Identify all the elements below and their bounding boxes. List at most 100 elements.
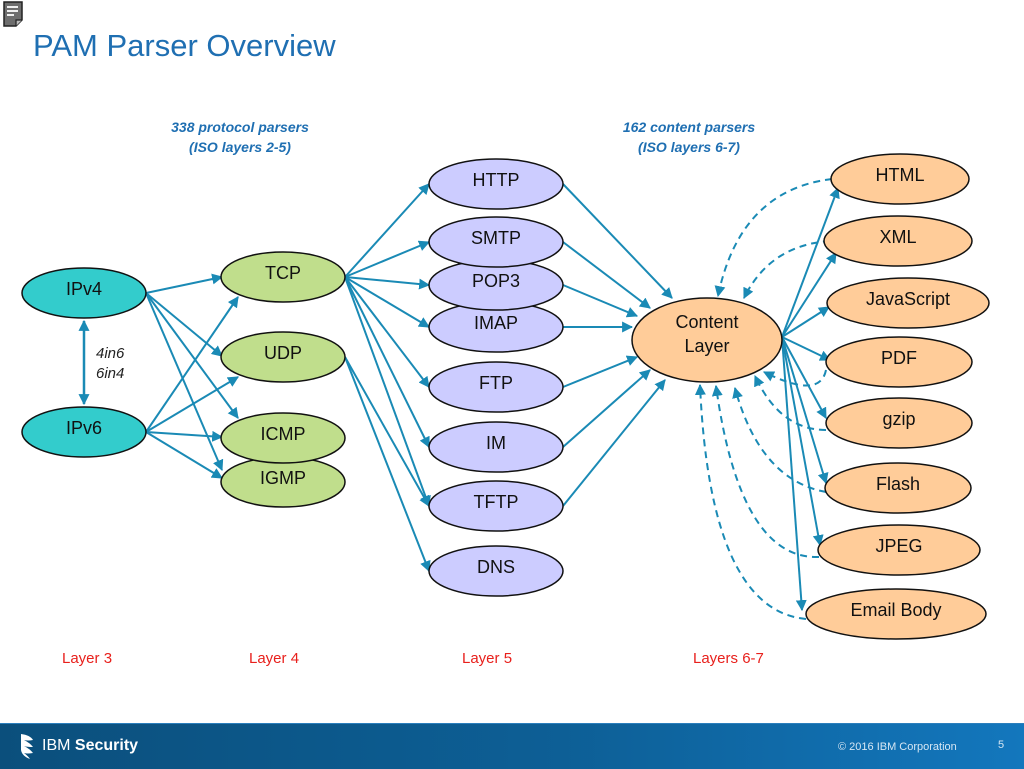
- node-content-shape: [631, 297, 783, 383]
- edges-layer: [78, 183, 840, 612]
- node-tftp-shape: [428, 480, 564, 532]
- edge-ipv4-to-igmp: [145, 292, 224, 472]
- edge-tftp-to-content: [562, 379, 666, 507]
- brand-ibm: IBM: [42, 737, 71, 754]
- node-udp: UDP: [220, 331, 346, 383]
- node-content-label: Content: [675, 312, 738, 332]
- layer-label-5: Layer 5: [462, 650, 513, 667]
- node-im-label: IM: [486, 433, 506, 453]
- dashed-edge-pdf-to-content: [763, 369, 827, 387]
- node-igmp: IGMP: [220, 456, 346, 508]
- edge-content-to-gzip: [781, 336, 827, 419]
- edge-http-to-content: [562, 183, 673, 299]
- edge-content-to-pdf: [781, 336, 831, 361]
- node-dns-shape: [428, 545, 564, 597]
- protocol-parsers-count: 338 protocol parsers: [171, 119, 309, 135]
- node-icmp: ICMP: [220, 412, 346, 464]
- node-xml-shape: [823, 215, 973, 267]
- node-html-label: HTML: [876, 165, 925, 185]
- node-email-body-shape: [805, 588, 987, 640]
- footer-bar: IBM Security © 2016 IBM Corporation 5: [0, 723, 1024, 769]
- edge-content-to-jpeg: [781, 336, 824, 547]
- node-udp-shape: [220, 331, 346, 383]
- edge-udp-to-tftp: [344, 356, 430, 507]
- node-pop3: POP3: [428, 259, 564, 311]
- node-flash-shape: [824, 462, 972, 514]
- edge-pop3-to-content: [562, 284, 639, 318]
- node-dns: DNS: [428, 545, 564, 597]
- node-ipv6: IPv6: [21, 406, 147, 458]
- content-parsers-count: 162 content parsers: [622, 119, 756, 135]
- node-jpeg-shape: [817, 524, 981, 576]
- copyright: © 2016 IBM Corporation: [838, 741, 957, 753]
- node-html-shape: [830, 153, 970, 205]
- speaker-notes-icon[interactable]: [2, 1, 24, 27]
- node-tftp: TFTP: [428, 480, 564, 532]
- edge-ipv6-to-igmp: [145, 431, 223, 479]
- node-dns-label: DNS: [477, 557, 515, 577]
- tunnel-label-4in6: 4in6: [96, 345, 125, 362]
- edge-ipv6-to-tcp: [145, 296, 239, 433]
- edge-tcp-to-ftp: [344, 276, 430, 388]
- node-email-body-label: Email Body: [850, 600, 941, 620]
- node-tcp-shape: [220, 251, 346, 303]
- edge-tcp-to-im: [344, 276, 430, 448]
- edge-ipv4-to-tcp: [145, 273, 224, 294]
- edge-content-to-html: [781, 186, 840, 338]
- node-icmp-label: ICMP: [261, 424, 306, 444]
- node-ftp-label: FTP: [479, 373, 513, 393]
- node-html: HTML: [830, 153, 970, 205]
- dashed-edge-flash-to-content: [732, 386, 827, 493]
- dashed-edge-email_body-to-content: [694, 383, 807, 620]
- node-udp-label: UDP: [264, 343, 302, 363]
- edge-tcp-to-imap: [344, 276, 430, 328]
- protocol-parsers-caption: 338 protocol parsers (ISO layers 2-5): [130, 117, 350, 157]
- node-tftp-label: TFTP: [474, 492, 519, 512]
- edge-content-to-javascript: [781, 306, 830, 338]
- dashed-edge-xml-to-content: [743, 240, 831, 299]
- node-tcp-label: TCP: [265, 263, 301, 283]
- node-http-label: HTTP: [473, 170, 520, 190]
- brand-security: Security: [74, 737, 139, 754]
- node-smtp-label: SMTP: [471, 228, 521, 248]
- edge-tcp-to-http: [344, 183, 430, 278]
- node-im-shape: [428, 421, 564, 473]
- node-ipv4-label: IPv4: [66, 279, 102, 299]
- node-ipv6-label: IPv6: [66, 418, 102, 438]
- node-ftp: FTP: [428, 361, 564, 413]
- node-ipv6-shape: [21, 406, 147, 458]
- footer-brand: IBM Security: [42, 737, 138, 755]
- ibm-security-logo-icon: [21, 734, 33, 759]
- edge-tcp-to-smtp: [344, 240, 431, 278]
- node-flash-label: Flash: [876, 474, 920, 494]
- node-imap-label: IMAP: [474, 313, 518, 333]
- node-xml: XML: [823, 215, 973, 267]
- node-flash: Flash: [824, 462, 972, 514]
- edge-content-to-flash: [781, 336, 829, 485]
- edge-content-to-email_body: [781, 336, 807, 612]
- layer-label-6-7: Layers 6-7: [693, 650, 764, 667]
- node-smtp: SMTP: [428, 216, 564, 268]
- node-pop3-label: POP3: [472, 271, 520, 291]
- edge-udp-to-dns: [344, 356, 431, 573]
- node-igmp-label: IGMP: [260, 468, 306, 488]
- slide-title: PAM Parser Overview: [33, 28, 336, 63]
- node-pdf: PDF: [825, 336, 973, 388]
- dashed-edge-html-to-content: [714, 178, 833, 298]
- edge-smtp-to-content: [562, 241, 651, 309]
- node-gzip-label: gzip: [882, 409, 915, 429]
- edge-ipv6-to-icmp: [145, 430, 224, 442]
- node-tcp: TCP: [220, 251, 346, 303]
- node-jpeg-label: JPEG: [875, 536, 922, 556]
- tunnel-label-6in4: 6in4: [96, 365, 124, 382]
- node-http-shape: [428, 158, 564, 210]
- node-javascript-label: JavaScript: [866, 289, 950, 309]
- content-parsers-layers: (ISO layers 6-7): [638, 139, 740, 155]
- node-im: IM: [428, 421, 564, 473]
- node-content-label: Layer: [684, 336, 729, 356]
- edge-ipv4-to-udp: [145, 292, 223, 357]
- node-smtp-shape: [428, 216, 564, 268]
- page-number: 5: [998, 739, 1005, 751]
